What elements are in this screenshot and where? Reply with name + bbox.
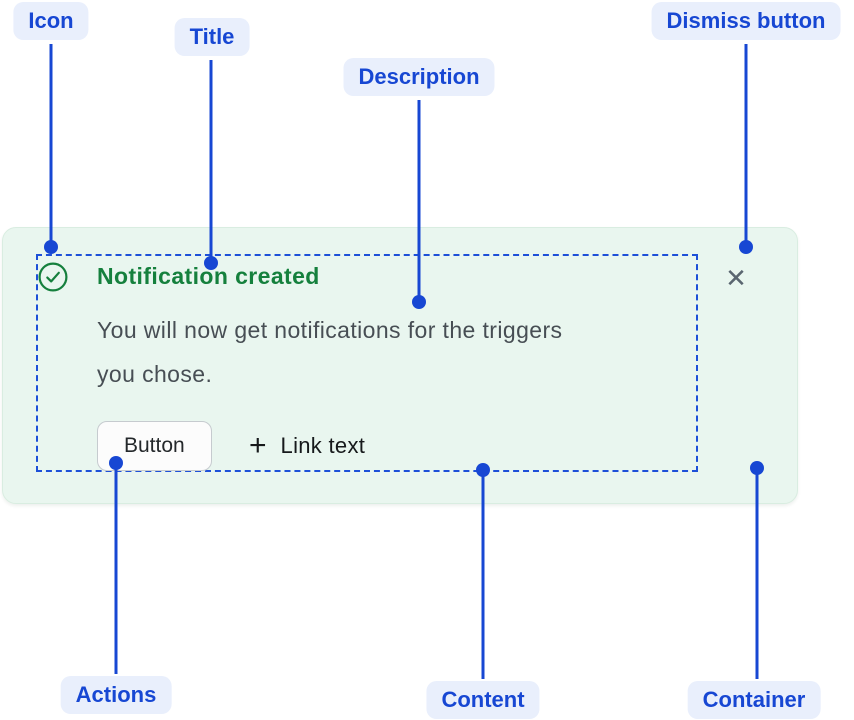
callout-label-actions: Actions (60, 676, 172, 714)
action-button-label: Button (124, 434, 185, 457)
callout-label-title: Title (174, 18, 250, 56)
content-area-outline (36, 254, 698, 472)
callout-line-dismiss (744, 44, 748, 247)
check-circle-icon (38, 262, 68, 292)
dismiss-button[interactable]: ✕ (719, 261, 753, 295)
plus-icon: + (249, 429, 267, 462)
close-icon: ✕ (725, 263, 747, 293)
callout-label-description: Description (343, 58, 495, 96)
notification-title: Notification created (97, 263, 320, 289)
callout-label-container: Container (687, 681, 821, 719)
notification-description: You will now get notifications for the t… (97, 317, 563, 387)
action-link[interactable]: + Link text (249, 421, 365, 471)
callout-label-icon: Icon (13, 2, 89, 40)
callout-label-dismiss: Dismiss button (651, 2, 841, 40)
action-link-label: Link text (280, 433, 366, 458)
notification-container: Notification created You will now get no… (2, 227, 798, 504)
callout-label-content: Content (426, 681, 540, 719)
action-button[interactable]: Button (97, 421, 212, 471)
callout-line-icon (49, 44, 53, 247)
